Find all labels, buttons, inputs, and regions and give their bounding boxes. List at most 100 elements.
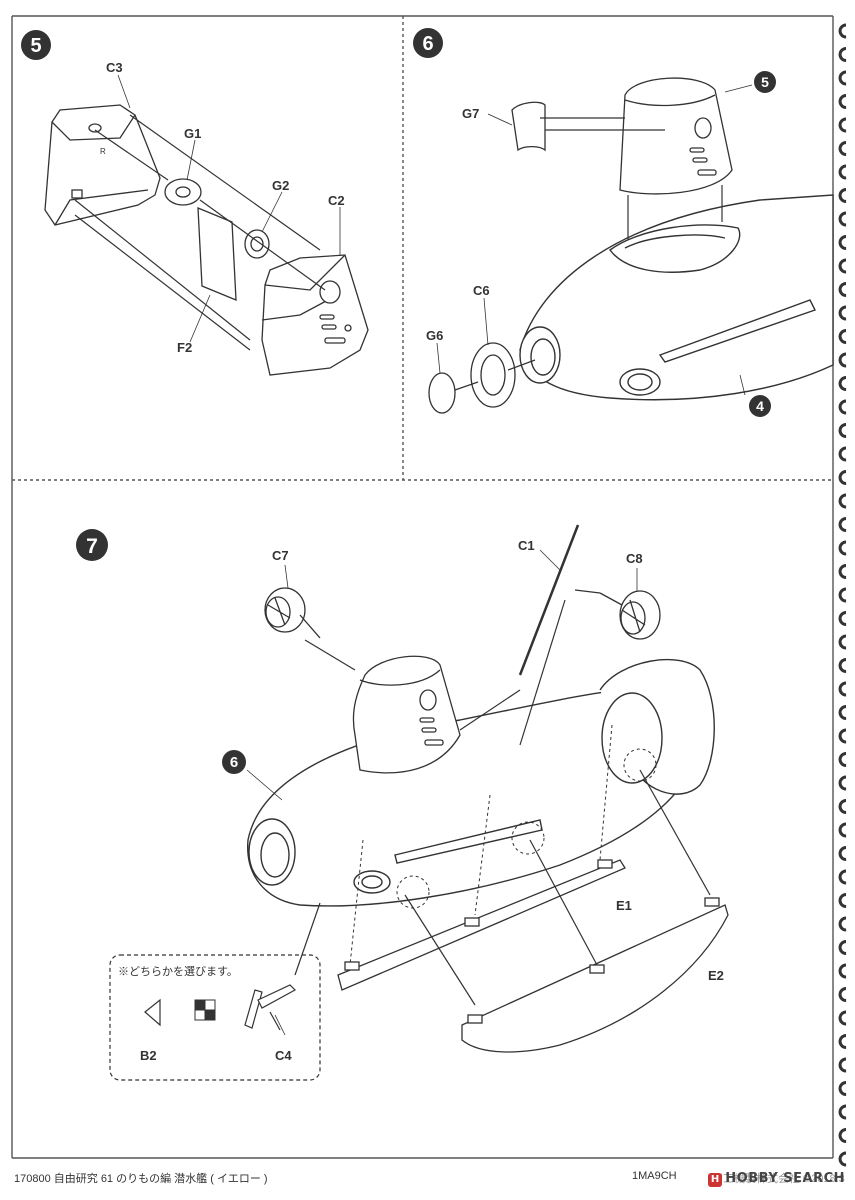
binding-ring	[838, 846, 847, 862]
submarine-hull-full	[247, 658, 715, 907]
binding-ring	[838, 705, 847, 721]
conning-tower-left-half	[44, 104, 161, 226]
binding-ring	[838, 564, 847, 580]
part-b2	[144, 998, 161, 1027]
binding-ring	[838, 164, 847, 180]
binding-ring	[838, 141, 847, 157]
binding-ring	[838, 423, 847, 439]
label-g1: G1	[184, 126, 201, 141]
binding-ring	[838, 1151, 847, 1167]
step-5-leaders	[117, 74, 341, 343]
ref-6-badge	[222, 750, 246, 774]
step-6-arrows	[454, 117, 723, 391]
binding-ring	[838, 1034, 847, 1050]
binding-ring	[838, 446, 847, 462]
step-5-arrows	[74, 114, 326, 351]
binding-ring	[838, 305, 847, 321]
part-e1-fin	[337, 859, 626, 991]
label-b2: B2	[140, 1048, 157, 1063]
option-box: ※どちらかを選びます。 B2 C4	[109, 954, 321, 1081]
step-6-tower	[619, 77, 733, 195]
spiral-binding	[838, 23, 847, 1167]
step-7-tower	[352, 655, 461, 774]
binding-ring	[838, 211, 847, 227]
binding-ring	[838, 47, 847, 63]
binding-ring	[838, 23, 847, 39]
binding-ring	[838, 681, 847, 697]
binding-ring	[838, 470, 847, 486]
footer-product-line: 170800 自由研究 61 のりもの編 潜水艦 ( イエロー )	[14, 1173, 268, 1185]
binding-ring	[838, 258, 847, 274]
ref-5-number: 5	[761, 74, 769, 90]
label-c7: C7	[272, 548, 289, 563]
part-e2-fin	[461, 897, 729, 1053]
part-g6	[428, 372, 456, 414]
binding-ring	[838, 1081, 847, 1097]
ref-4-number: 4	[756, 398, 764, 414]
step-7-badge	[76, 529, 108, 561]
binding-ring	[838, 117, 847, 133]
step-5-badge	[21, 30, 51, 60]
label-c3: C3	[106, 60, 123, 75]
label-g2: G2	[272, 178, 289, 193]
hull-detail-icon	[194, 999, 216, 1021]
footer: 170800 自由研究 61 のりもの編 潜水艦 ( イエロー ) 1MA9CH…	[0, 1168, 855, 1196]
step-7-leaders	[246, 549, 638, 801]
step-6-number: 6	[422, 33, 433, 55]
label-c6: C6	[473, 283, 490, 298]
binding-ring	[838, 235, 847, 251]
binding-ring	[838, 282, 847, 298]
part-g2	[244, 229, 270, 259]
label-c8: C8	[626, 551, 643, 566]
binding-ring	[838, 799, 847, 815]
label-c2: C2	[328, 193, 345, 208]
label-f2: F2	[177, 340, 192, 355]
step-6-badge	[413, 28, 443, 58]
binding-ring	[838, 1104, 847, 1120]
part-f2	[197, 207, 237, 301]
binding-ring	[838, 493, 847, 509]
label-e2: E2	[708, 968, 724, 983]
binding-ring	[838, 775, 847, 791]
binding-ring	[838, 634, 847, 650]
binding-ring	[838, 188, 847, 204]
binding-ring	[838, 587, 847, 603]
label-g6: G6	[426, 328, 443, 343]
binding-ring	[838, 329, 847, 345]
binding-ring	[838, 376, 847, 392]
option-note: ※どちらかを選びます。	[118, 965, 238, 978]
binding-ring	[838, 752, 847, 768]
binding-ring	[838, 987, 847, 1003]
label-e1: E1	[616, 898, 632, 913]
footer-code: 1MA9CH	[632, 1170, 677, 1182]
label-g7: G7	[462, 106, 479, 121]
binding-ring	[838, 611, 847, 627]
step-7-dashed-guides	[349, 724, 657, 966]
binding-ring	[838, 70, 847, 86]
label-c4: C4	[275, 1048, 292, 1063]
part-g1	[164, 178, 202, 206]
part-c1-antenna	[518, 524, 580, 676]
ref-4-badge	[749, 395, 771, 417]
step-5: 5 R	[21, 30, 369, 376]
binding-ring	[838, 1010, 847, 1026]
binding-ring	[838, 869, 847, 885]
footer-copyright: ジ工機製株式会社 ©2018.3	[712, 1173, 845, 1185]
step-5-number: 5	[30, 35, 41, 57]
part-c6	[470, 342, 516, 408]
binding-ring	[838, 352, 847, 368]
watermark-text: HOBBY SEARCH	[725, 1171, 845, 1186]
binding-ring	[838, 1128, 847, 1144]
conning-tower-right-half	[261, 254, 369, 376]
ref-6-number: 6	[230, 754, 238, 771]
binding-ring	[838, 94, 847, 110]
binding-ring	[838, 916, 847, 932]
part-g7	[511, 101, 546, 152]
binding-ring	[838, 728, 847, 744]
label-c1: C1	[518, 538, 535, 553]
binding-ring	[838, 517, 847, 533]
binding-ring	[838, 540, 847, 556]
step-7-arrows	[294, 589, 711, 1006]
part-c7-propeller	[264, 587, 321, 639]
part-c4	[244, 984, 296, 1031]
